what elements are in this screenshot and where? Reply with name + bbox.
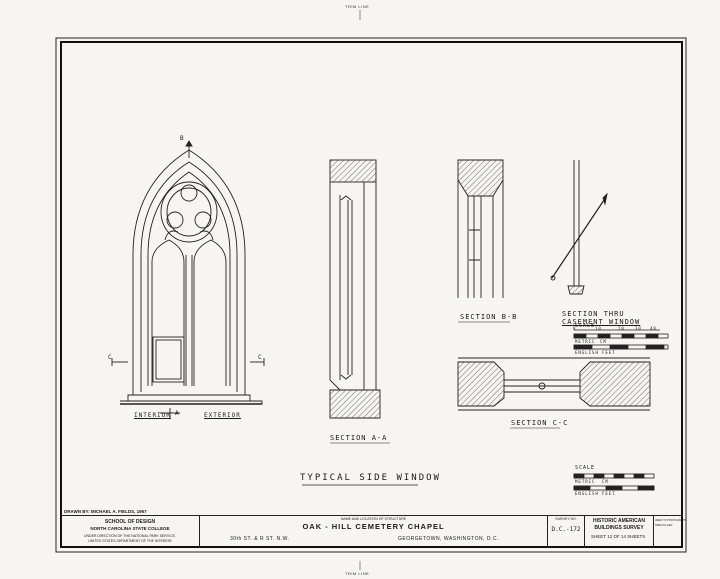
section-marker-b: B bbox=[180, 135, 185, 142]
sheet-current: 12 bbox=[607, 534, 613, 539]
habs-line-1: HISTORIC AMERICAN bbox=[593, 518, 645, 524]
sheet-suffix: SHEETS bbox=[627, 534, 646, 539]
section-casement-label-2: CASEMENT WINDOW bbox=[562, 318, 641, 326]
scale-tick: 10 bbox=[595, 326, 602, 331]
street-address: 30th ST. & R ST. N.W. bbox=[230, 536, 290, 542]
sheet-total: 14 bbox=[620, 534, 626, 539]
section-marker-c-right: C bbox=[258, 354, 263, 361]
stamp-line-2: HABS DC,GEO bbox=[655, 524, 673, 527]
scale-lower-label: SCALE bbox=[575, 465, 596, 471]
section-bb-drawing bbox=[457, 159, 504, 298]
direction-line-2: UNITED STATES DEPARTMENT OF THE INTERIOR bbox=[88, 539, 172, 543]
structure-name: OAK - HILL CEMETERY CHAPEL bbox=[302, 522, 445, 531]
title-block-school: SCHOOL OF DESIGN NORTH CAROLINA STATE CO… bbox=[61, 516, 200, 548]
title-block-stamp: INDEX TO PHOTOGRAPHS HABS DC,GEO bbox=[654, 516, 687, 548]
drawn-by: DRAWN BY: MICHAEL A. FIELDS, 1967 bbox=[64, 509, 147, 514]
scale-bar-lower bbox=[573, 473, 655, 491]
title-block-structure: NAME AND LOCATION OF STRUCTURE OAK - HIL… bbox=[200, 516, 548, 548]
inner-border bbox=[60, 41, 683, 548]
scale-tick: 40 bbox=[650, 326, 657, 331]
scale-tick: 30 bbox=[635, 326, 642, 331]
direction-line-1: UNDER DIRECTION OF THE NATIONAL PARK SER… bbox=[84, 534, 176, 538]
section-aa-drawing bbox=[329, 159, 381, 419]
section-bb-label: SECTION B-B bbox=[460, 313, 518, 321]
scale-bar-upper bbox=[573, 329, 669, 350]
college-name: NORTH CAROLINA STATE COLLEGE bbox=[90, 526, 170, 531]
title-block-habs: HISTORIC AMERICAN BUILDINGS SURVEY SHEET… bbox=[585, 516, 654, 548]
name-location-header: NAME AND LOCATION OF STRUCTURE bbox=[340, 517, 407, 521]
section-aa-label: SECTION A-A bbox=[330, 434, 388, 442]
scale-tick: 0 bbox=[573, 326, 577, 331]
title-block-survey: SURVEY NO. D.C.-172 bbox=[548, 516, 585, 548]
habs-line-2: BUILDINGS SURVEY bbox=[594, 525, 644, 531]
section-cc-label: SECTION C-C bbox=[511, 419, 569, 427]
scale-upper-metric-unit: CM bbox=[600, 339, 607, 344]
scale-upper-label: SCALE bbox=[575, 323, 596, 329]
interior-label: INTERIOR bbox=[134, 412, 171, 419]
section-marker-a: A bbox=[175, 410, 180, 417]
scale-lower-metric-unit: CM bbox=[602, 479, 609, 484]
scale-upper-english-unit: FEET bbox=[602, 350, 616, 355]
outer-border bbox=[55, 37, 687, 553]
survey-header: SURVEY NO. bbox=[555, 517, 577, 521]
section-cc-drawing bbox=[457, 357, 651, 411]
sheet-of: OF bbox=[613, 534, 620, 539]
scale-tick: 20 bbox=[618, 326, 625, 331]
stamp-line-1: INDEX TO PHOTOGRAPHS bbox=[655, 519, 687, 522]
scale-lower-english-unit: FEET bbox=[602, 491, 616, 496]
trim-line-bottom: TRIM LINE bbox=[345, 571, 370, 576]
scale-upper-metric: METRIC bbox=[575, 339, 596, 344]
exterior-label: EXTERIOR bbox=[204, 412, 241, 419]
scale-lower-english: ENGLISH bbox=[575, 491, 599, 496]
scale-lower-metric: METRIC bbox=[575, 479, 596, 484]
school-name: SCHOOL OF DESIGN bbox=[104, 519, 156, 525]
scale-upper-english: ENGLISH bbox=[575, 350, 599, 355]
city-location: GEORGETOWN, WASHINGTON, D.C. bbox=[398, 536, 499, 542]
sheet-prefix: SHEET bbox=[591, 534, 606, 539]
section-casement-label-1: SECTION THRU bbox=[562, 310, 625, 318]
title-block: SCHOOL OF DESIGN NORTH CAROLINA STATE CO… bbox=[61, 515, 687, 548]
drawing-title: TYPICAL SIDE WINDOW bbox=[300, 473, 441, 483]
section-casement-drawing bbox=[550, 160, 608, 295]
sheet-number: SHEET 12 OF 14 SHEETS bbox=[591, 534, 645, 539]
section-marker-c-left: C bbox=[108, 354, 113, 361]
survey-number: D.C.-172 bbox=[551, 526, 581, 533]
window-elevation bbox=[111, 140, 265, 418]
trim-line-top: TRIM LINE bbox=[345, 4, 370, 9]
